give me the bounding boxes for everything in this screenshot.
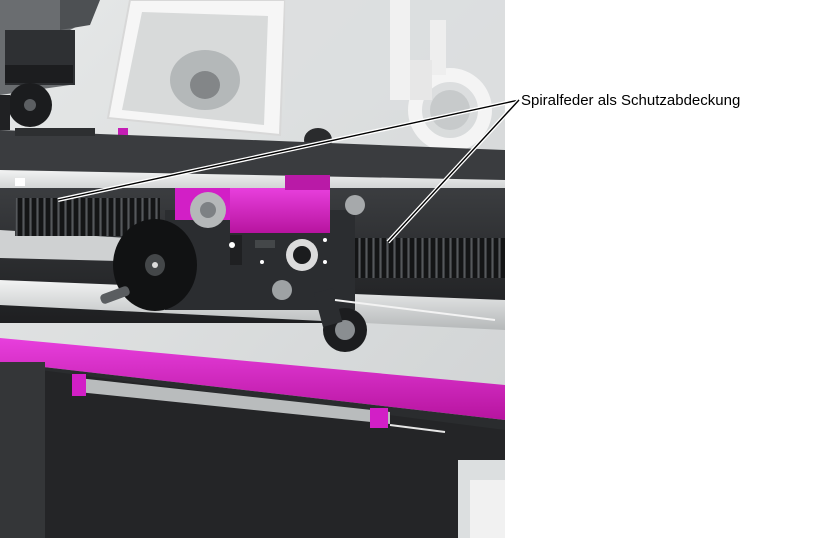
steady-rest <box>285 0 505 152</box>
lathe-render <box>0 0 505 538</box>
carriage-apron <box>165 175 365 310</box>
handwheel-icon <box>100 219 197 311</box>
cross-slide-knob <box>313 287 367 352</box>
feed-rod <box>334 299 496 321</box>
headstock <box>0 0 100 130</box>
callout-label: Spiralfeder als Schutzabdeckung <box>521 92 740 109</box>
callout-leader-lines <box>57 98 521 244</box>
machine-base <box>0 362 505 538</box>
leader-line-right <box>387 99 520 243</box>
spiral-spring-icon <box>355 238 505 278</box>
leader-line-left <box>57 99 520 201</box>
magenta-bed-band <box>0 338 505 420</box>
